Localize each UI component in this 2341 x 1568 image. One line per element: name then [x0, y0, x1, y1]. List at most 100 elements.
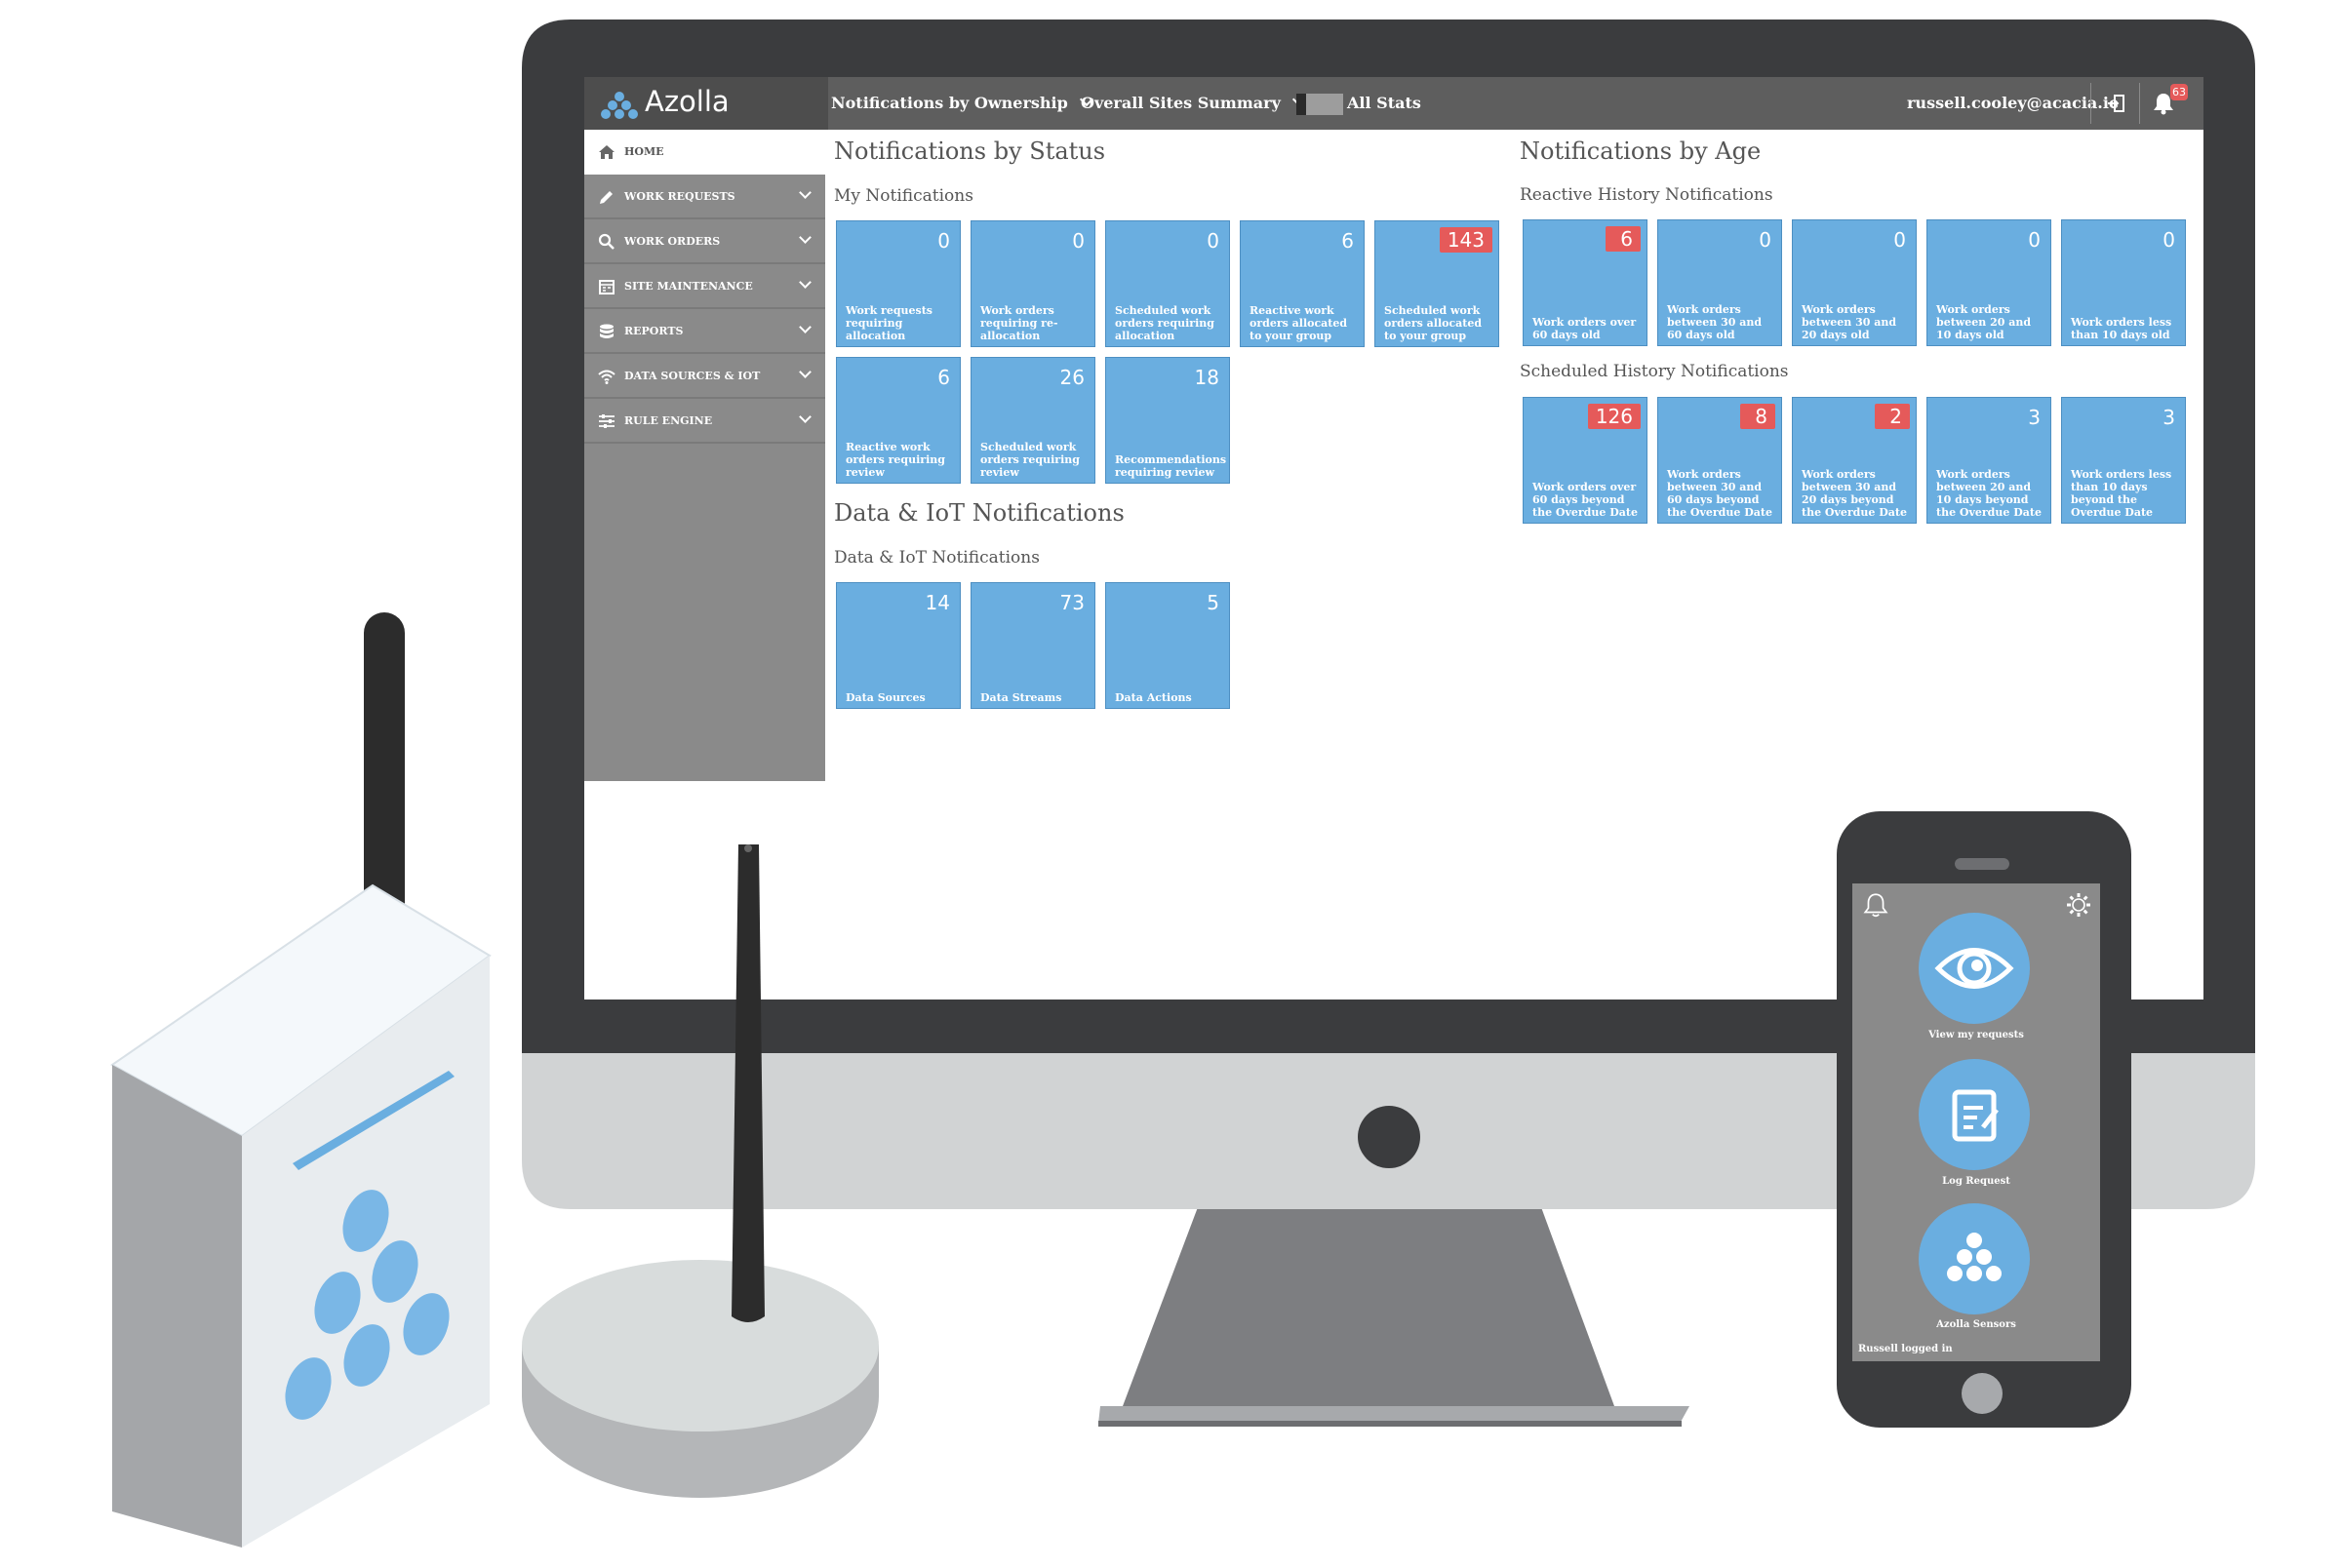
- bell-icon[interactable]: [2151, 91, 2176, 116]
- view-my-requests-label: View my requests: [1928, 1030, 2024, 1040]
- sidebar-item-work-orders[interactable]: WORK ORDERS: [584, 219, 825, 264]
- alert-count: 126: [1587, 404, 1641, 429]
- brand[interactable]: Azolla: [584, 77, 828, 130]
- sidebar-item-reports[interactable]: REPORTS: [584, 309, 825, 354]
- sidebar-item-work-requests[interactable]: WORK REQUESTS: [584, 175, 825, 219]
- tile-count: 0: [2162, 228, 2175, 252]
- sensor-antenna: [732, 844, 765, 1322]
- pencil-icon: [600, 191, 613, 204]
- search-icon: [598, 233, 615, 250]
- notification-badge: 63: [2170, 84, 2188, 100]
- tile-caption: Reactive work orders allocated to your g…: [1250, 304, 1348, 342]
- tile-caption: Work orders between 20 and 10 days old: [1936, 303, 2032, 341]
- brand-name: Azolla: [645, 85, 730, 118]
- tile-count: 6: [937, 366, 950, 389]
- menu-overall-sites-summary[interactable]: Overall Sites Summary: [1081, 92, 1306, 112]
- tile-caption: Scheduled work orders requiring allocati…: [1115, 304, 1214, 342]
- azolla-logo-icon: [601, 92, 638, 119]
- view-my-requests-button[interactable]: [1919, 913, 2030, 1024]
- monitor-power-button: [1358, 1106, 1420, 1168]
- eye-icon: [1934, 948, 2014, 989]
- sidebar-item-site-maintenance[interactable]: SITE MAINTENANCE: [584, 264, 825, 309]
- calendar-icon: [599, 280, 615, 294]
- iot-sub-title: Data & IoT Notifications: [834, 548, 1040, 568]
- login-status: Russell logged in: [1858, 1344, 1953, 1354]
- azolla-sensors-button[interactable]: [1919, 1203, 2030, 1314]
- alert-count: 6: [1606, 226, 1641, 252]
- azolla-logo-icon: [1947, 1233, 2002, 1281]
- dashboard-screen: Azolla Notifications by Ownership Overal…: [584, 77, 2203, 1000]
- user-email[interactable]: russell.cooley@acacia.ie: [1907, 94, 2120, 112]
- wifi-icon: [598, 370, 615, 384]
- menu-notifications-by-ownership[interactable]: Notifications by Ownership: [831, 92, 1093, 112]
- age-section-title: Notifications by Age: [1520, 137, 1762, 165]
- sidebar-item-rule-engine[interactable]: RULE ENGINE: [584, 399, 825, 444]
- tile-count: 18: [1194, 366, 1219, 389]
- tile-count: 14: [925, 591, 950, 614]
- tile-caption: Work orders less than 10 days old: [2071, 316, 2172, 341]
- phone-home-button: [1962, 1373, 2003, 1414]
- menu-label: Notifications by Ownership: [831, 94, 1068, 112]
- iot-section-title: Data & IoT Notifications: [834, 499, 1125, 527]
- home-icon: [599, 145, 615, 159]
- all-stats-toggle[interactable]: [1296, 94, 1343, 115]
- tile-caption: Work orders between 20 and 10 days beyon…: [1936, 468, 2042, 519]
- tile-caption: Work orders requiring re-allocation: [980, 304, 1058, 342]
- tile-caption: Data Sources: [846, 691, 926, 704]
- sliders-icon: [599, 414, 615, 428]
- tile-caption: Data Streams: [980, 691, 1062, 704]
- all-stats-label: All Stats: [1347, 94, 1421, 112]
- bell-icon[interactable]: [1862, 891, 1889, 919]
- tile-caption: Work orders between 30 and 60 days beyon…: [1667, 468, 1772, 519]
- sidebar-item-label: SITE MAINTENANCE: [624, 280, 753, 293]
- alert-count: 8: [1740, 404, 1775, 429]
- logout-icon[interactable]: [2106, 93, 2127, 114]
- sensor-base-top: [522, 1260, 879, 1431]
- tile-caption: Work orders between 30 and 20 days beyon…: [1802, 468, 1907, 519]
- tile-count: 0: [1759, 228, 1771, 252]
- sidebar-item-data-sources-iot[interactable]: DATA SOURCES & IOT: [584, 354, 825, 399]
- my-notifications-title: My Notifications: [834, 186, 973, 206]
- sidebar-item-label: DATA SOURCES & IOT: [624, 370, 761, 382]
- menu-label: Overall Sites Summary: [1081, 94, 1281, 112]
- reactive-history-title: Reactive History Notifications: [1520, 185, 1773, 205]
- tile-count: 0: [1893, 228, 1906, 252]
- log-request-button[interactable]: [1919, 1059, 2030, 1170]
- sidebar-item-label: WORK ORDERS: [624, 235, 721, 248]
- tile-caption: Work orders over 60 days old: [1532, 316, 1637, 341]
- tile-count: 0: [2028, 228, 2041, 252]
- sidebar-item-home[interactable]: HOME: [584, 130, 825, 175]
- tile-caption: Data Actions: [1115, 691, 1192, 704]
- tile-caption: Work orders over 60 days beyond the Over…: [1532, 481, 1638, 519]
- phone-screen: View my requests Log Request Azolla Sens…: [1852, 883, 2100, 1361]
- tile-count: 73: [1059, 591, 1085, 614]
- sidebar: HOME WORK REQUESTS WORK ORDERS SITE MAIN…: [584, 130, 825, 781]
- tile-count: 5: [1207, 591, 1219, 614]
- sidebar-item-label: WORK REQUESTS: [624, 190, 735, 203]
- divider: [2090, 83, 2091, 124]
- gear-icon[interactable]: [2065, 891, 2092, 919]
- tile-caption: Work orders between 30 and 20 days old: [1802, 303, 1897, 341]
- tile-caption: Work requests requiring allocation: [846, 304, 932, 342]
